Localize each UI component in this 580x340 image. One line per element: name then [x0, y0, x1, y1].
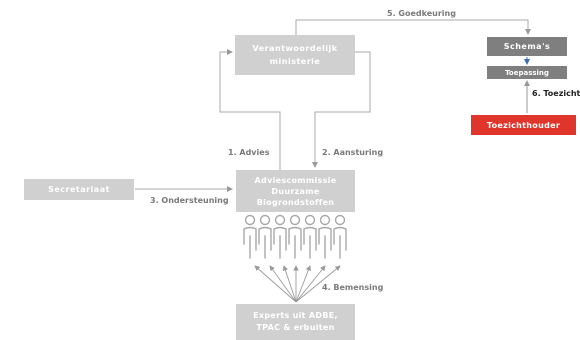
people-group-icon: [243, 214, 347, 259]
ministerie-box: Verantwoordelijk ministerie: [235, 35, 355, 75]
toezichthouder-label: Toezichthouder: [486, 120, 561, 130]
advies-arrow: [219, 49, 281, 171]
ministerie-label-2: ministerie: [269, 57, 321, 66]
goedkeuring-label: 5. Goedkeuring: [387, 9, 456, 18]
secretariaat-box: Secretariaat: [24, 179, 134, 200]
toepassing-box: Toepassing: [487, 66, 567, 79]
aansturing-arrow: [312, 51, 371, 168]
experts-label-1: Experts uit ADBE,: [253, 311, 338, 320]
bemensing-arrows: [254, 265, 341, 303]
bemensing-label: 4. Bemensing: [322, 283, 384, 292]
toezicht-label: 6. Toezicht: [532, 89, 580, 98]
goedkeuring-arrow: [295, 19, 531, 35]
schemas-label: Schema's: [503, 42, 551, 51]
toepassing-label: Toepassing: [505, 68, 549, 77]
commissie-label-2: Duurzame: [271, 186, 320, 196]
schemas-box: Schema's: [487, 37, 567, 56]
commissie-label-1: Adviescommissie: [254, 175, 337, 185]
secretariaat-label: Secretariaat: [48, 185, 110, 194]
experts-label-2: TPAC & erbuiten: [256, 323, 335, 332]
adviescommissie-box: Adviescommissie Duurzame Biogrondstoffen: [236, 170, 355, 212]
aansturing-label: 2. Aansturing: [322, 148, 384, 157]
ministerie-label-1: Verantwoordelijk: [252, 44, 338, 53]
experts-box: Experts uit ADBE, TPAC & erbuiten: [236, 304, 355, 340]
ondersteuning-label: 3. Ondersteuning: [150, 196, 229, 205]
advies-label: 1. Advies: [228, 148, 270, 157]
toezichthouder-box: Toezichthouder: [471, 115, 576, 135]
commissie-label-3: Biogrondstoffen: [256, 197, 335, 207]
